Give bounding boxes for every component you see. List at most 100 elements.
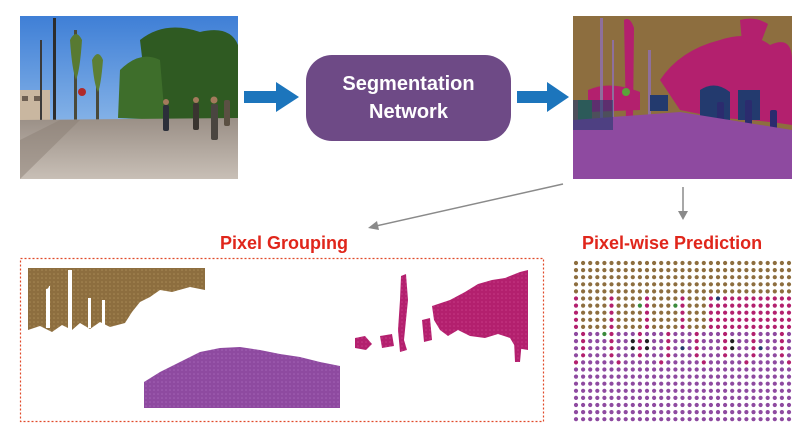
prediction-dot (708, 367, 714, 372)
prediction-dot (652, 410, 657, 415)
prediction-dot (737, 395, 742, 400)
prediction-dot (708, 360, 714, 365)
prediction-dot (680, 275, 685, 280)
prediction-dot (616, 417, 621, 422)
prediction-dot (758, 388, 763, 393)
pixel-wise-dot-grid (573, 260, 792, 422)
prediction-dot (652, 260, 657, 266)
prediction-dot (659, 402, 664, 408)
network-label-line2: Network (369, 101, 448, 123)
prediction-dot (715, 282, 721, 287)
prediction-dot (602, 303, 607, 308)
prediction-dot (687, 303, 692, 308)
prediction-dot (637, 353, 643, 358)
prediction-dot (623, 360, 628, 365)
prediction-dot (772, 388, 777, 393)
prediction-dot (652, 275, 657, 280)
prediction-dot (673, 275, 678, 280)
prediction-dot (687, 410, 692, 415)
prediction-dot (758, 282, 763, 287)
prediction-dot (723, 417, 728, 422)
prediction-dot (602, 260, 607, 266)
prediction-dot (666, 303, 671, 308)
prediction-dot (715, 317, 721, 322)
prediction-dot (737, 303, 742, 308)
prediction-dot (595, 289, 600, 294)
prediction-dot (715, 388, 721, 393)
prediction-dot (659, 310, 664, 315)
prediction-dot (652, 353, 657, 358)
prediction-dot (786, 289, 792, 294)
prediction-dot (659, 367, 664, 372)
prediction-dot (659, 296, 664, 301)
prediction-dot (637, 360, 643, 365)
prediction-dot (701, 324, 706, 329)
prediction-dot (744, 367, 749, 372)
prediction-dot (652, 395, 657, 400)
prediction-dot (751, 317, 756, 322)
prediction-dot (588, 303, 593, 308)
prediction-dot (581, 275, 586, 280)
prediction-dot (581, 282, 586, 287)
prediction-dot (744, 260, 749, 266)
prediction-dot (687, 282, 692, 287)
prediction-dot (588, 367, 593, 372)
prediction-dot (609, 374, 614, 379)
prediction-dot (701, 388, 706, 393)
prediction-dot (744, 317, 749, 322)
prediction-dot (737, 268, 742, 273)
prediction-dot (588, 388, 593, 393)
prediction-dot (730, 360, 735, 365)
prediction-dot (666, 395, 671, 400)
prediction-dot (744, 353, 749, 358)
prediction-dot (694, 339, 699, 344)
prediction-dot (588, 395, 593, 400)
prediction-dot (680, 360, 685, 365)
prediction-dot (588, 260, 593, 266)
prediction-dot (616, 374, 621, 379)
prediction-dot (666, 260, 671, 266)
prediction-dot (715, 260, 721, 266)
prediction-dot (730, 324, 735, 329)
prediction-dot (694, 367, 699, 372)
prediction-dot (666, 410, 671, 415)
prediction-dot (765, 331, 770, 337)
prediction-dot (630, 346, 635, 351)
prediction-dot (573, 268, 579, 273)
prediction-dot (765, 339, 770, 344)
prediction-dot (715, 410, 721, 415)
prediction-dot (694, 331, 699, 337)
prediction-dot (630, 395, 635, 400)
prediction-dot (659, 289, 664, 294)
prediction-dot (680, 381, 685, 386)
prediction-dot (602, 331, 607, 337)
prediction-dot (779, 324, 785, 329)
prediction-dot (765, 395, 770, 400)
prediction-dot (765, 346, 770, 351)
prediction-dot (737, 310, 742, 315)
prediction-dot (616, 260, 621, 266)
prediction-dot (644, 339, 650, 344)
prediction-dot (595, 374, 600, 379)
prediction-dot (751, 303, 756, 308)
prediction-dot (666, 275, 671, 280)
prediction-dot (673, 388, 678, 393)
prediction-dot (730, 317, 735, 322)
prediction-dot (715, 417, 721, 422)
prediction-dot (687, 346, 692, 351)
prediction-dot (708, 339, 714, 344)
prediction-dot (687, 331, 692, 337)
prediction-dot (779, 317, 785, 322)
prediction-dot (786, 275, 792, 280)
prediction-dot (609, 417, 614, 422)
prediction-dot (723, 289, 728, 294)
prediction-dot (758, 324, 763, 329)
prediction-dot (694, 310, 699, 315)
prediction-dot (680, 324, 685, 329)
prediction-dot (680, 374, 685, 379)
prediction-dot (786, 303, 792, 308)
prediction-dot (758, 402, 763, 408)
prediction-dot (666, 402, 671, 408)
prediction-dot (786, 324, 792, 329)
prediction-dot (744, 275, 749, 280)
